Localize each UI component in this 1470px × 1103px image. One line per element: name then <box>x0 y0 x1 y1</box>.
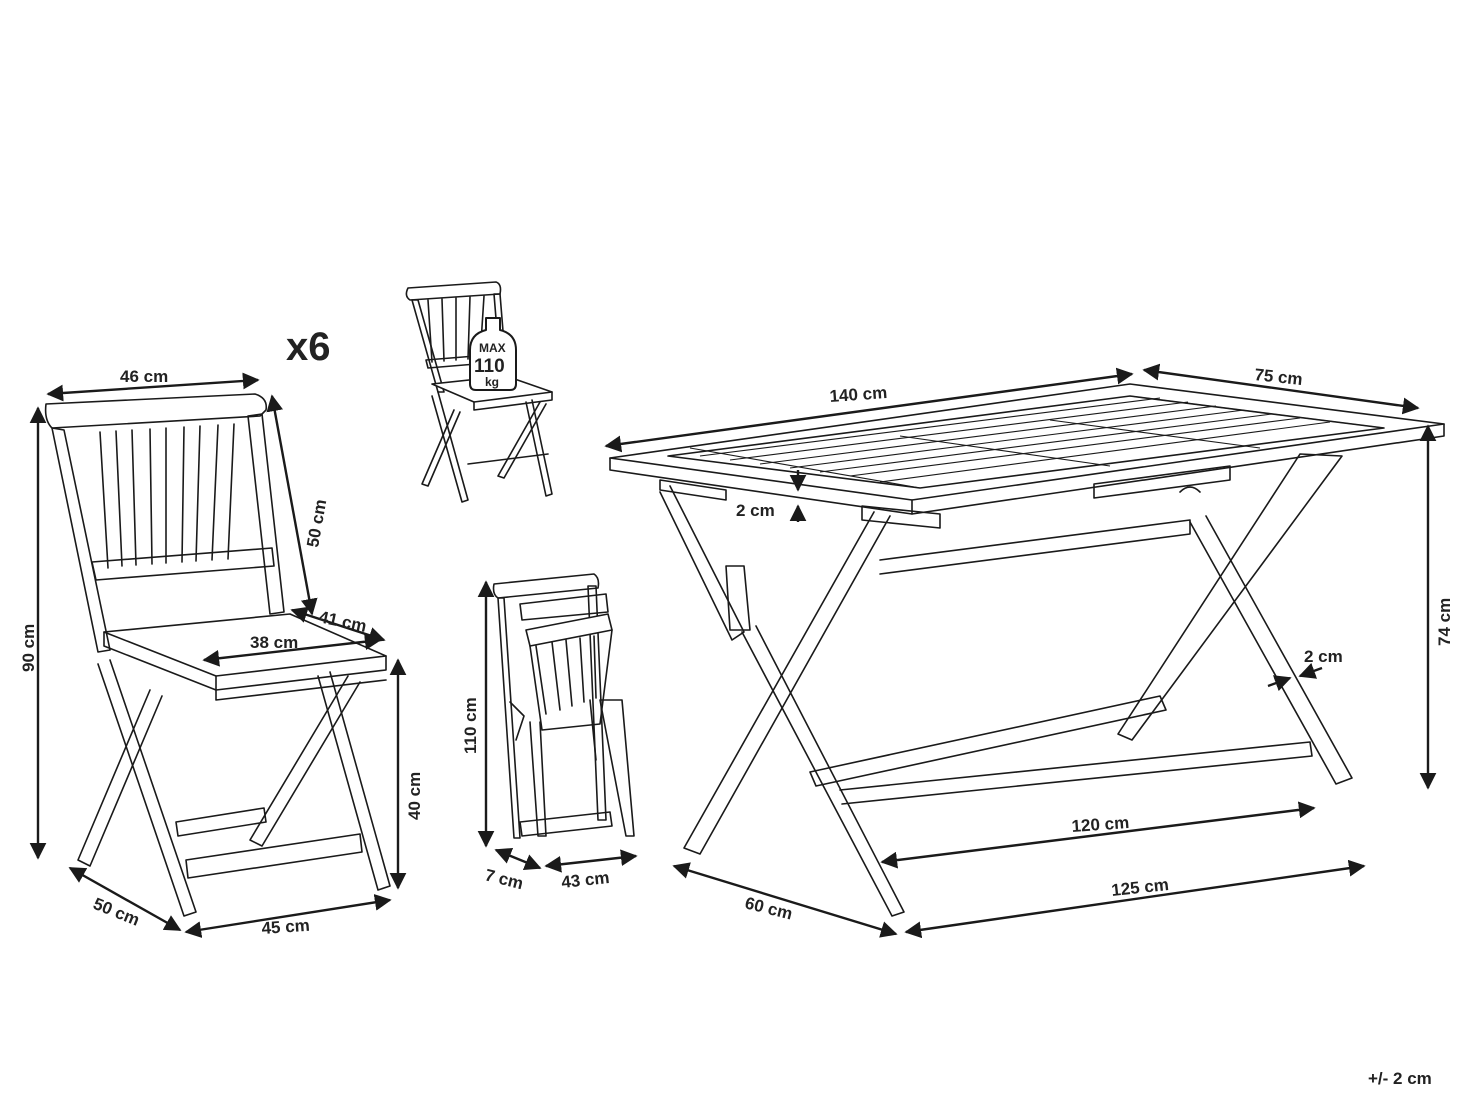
table-leg-thickness-label: 2 cm <box>1304 647 1343 666</box>
max-load-value: 110 <box>474 356 505 377</box>
small-chair-drawing <box>405 281 553 503</box>
tolerance-note: +/- 2 cm <box>1368 1069 1432 1088</box>
table-length-label: 140 cm <box>829 383 888 406</box>
max-load-unit: kg <box>485 375 499 389</box>
chair-dimension-lines <box>29 372 407 938</box>
table-dimension-lines <box>604 363 1437 939</box>
table-width-label: 75 cm <box>1254 365 1304 389</box>
weight-bottle-icon <box>469 317 517 391</box>
chair-base-depth-label: 50 cm <box>91 894 143 930</box>
table-height-label: 74 cm <box>1435 598 1454 646</box>
chair-drawing <box>44 393 391 917</box>
max-load-label: MAX <box>479 341 506 355</box>
chair-base-width-label: 45 cm <box>261 916 310 938</box>
chair-seat-height-label: 40 cm <box>405 772 424 820</box>
folded-height-label: 110 cm <box>461 697 480 754</box>
chair-width-top-label: 46 cm <box>120 367 168 386</box>
chair-seat-width-label: 38 cm <box>250 633 298 652</box>
chair-backrest-label: 50 cm <box>303 498 330 549</box>
folded-width-label: 43 cm <box>560 868 610 892</box>
table-stretcher-length-label: 120 cm <box>1071 813 1130 836</box>
chair-height-label: 90 cm <box>19 624 38 672</box>
folded-depth-label: 7 cm <box>483 865 525 893</box>
folded-chair-dimension-lines <box>477 580 638 873</box>
table-top-thickness-label: 2 cm <box>736 501 775 520</box>
folded-chair-drawing <box>492 573 635 839</box>
max-load-badge: MAX 110 kg <box>469 317 517 391</box>
table-base-width-label: 60 cm <box>743 893 794 923</box>
quantity-label: x6 <box>286 325 331 369</box>
